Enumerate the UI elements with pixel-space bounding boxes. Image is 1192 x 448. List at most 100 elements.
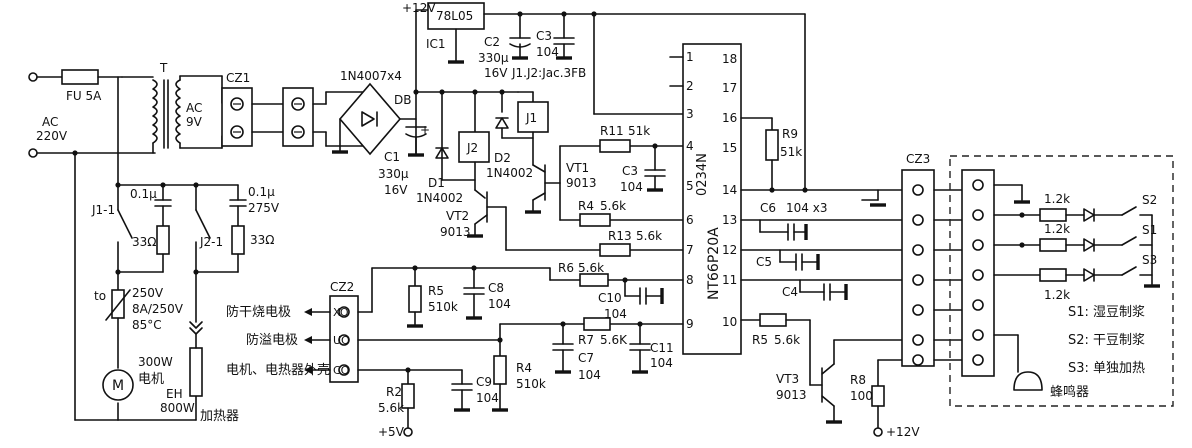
- ic-pin-8: 8: [686, 273, 694, 287]
- label-xo: XO: [333, 306, 349, 319]
- label-c6v: 104 x3: [786, 201, 827, 215]
- label-p12v: +12V: [886, 425, 920, 439]
- label-vt2v: 9013: [440, 225, 471, 239]
- label-e2: 防溢电极: [246, 332, 298, 348]
- text-labels: AC 220V FU 5A T AC 9V CZ1 1N4007x4 DB +1…: [36, 1, 1157, 439]
- ic-pin-12: 12: [722, 243, 737, 257]
- ic-pin-7: 7: [686, 243, 694, 257]
- ic-pin-3: 3: [686, 107, 694, 121]
- label-co: CO: [333, 364, 350, 377]
- capacitor-c1: [405, 89, 427, 157]
- label-vt2: VT2: [446, 209, 469, 223]
- ic-pin-14: 14: [722, 183, 737, 197]
- label-r7v: 5.6K: [600, 333, 628, 347]
- label-d2: D2: [494, 151, 511, 165]
- ic-pin-10: 10: [722, 315, 737, 329]
- label-r5v: 510k: [428, 300, 458, 314]
- label-r13v: 5.6k: [636, 229, 662, 243]
- label-ac9: AC: [186, 101, 202, 115]
- label-r1k1: 1.2k: [1044, 192, 1070, 206]
- label-r5: R5: [428, 284, 444, 298]
- label-db: DB: [394, 93, 411, 107]
- connector-cz1: [221, 87, 371, 147]
- label-j1: J1: [525, 111, 537, 125]
- label-c10v: 104: [604, 307, 627, 321]
- label-s2: S2: [1142, 193, 1157, 207]
- label-eh2: 800W: [160, 401, 195, 415]
- heater: [189, 347, 203, 397]
- label-c3bv: 104: [620, 180, 643, 194]
- regulator-78l05: [427, 2, 485, 30]
- power-rail: [415, 2, 808, 193]
- label-r4av: 5.6k: [600, 199, 626, 213]
- label-r1k3: 1.2k: [1044, 288, 1070, 302]
- label-reg: 78L05: [436, 9, 473, 23]
- label-e1: 防干烧电极: [226, 304, 291, 320]
- ic-pin-17: 17: [722, 81, 737, 95]
- relay-j2: [458, 131, 490, 163]
- label-ic-name: NT66P20A: [706, 227, 722, 300]
- label-r2v: 5.6k: [378, 401, 404, 415]
- label-s1: S1: [1142, 223, 1157, 237]
- label-c2v: 330μ: [478, 51, 509, 65]
- label-r5bv: 5.6k: [774, 333, 800, 347]
- label-c2: C2: [484, 35, 500, 49]
- connector-cz3: [901, 169, 965, 367]
- label-fuse: FU 5A: [66, 89, 102, 103]
- label-s3d: S3: 单独加热: [1068, 361, 1145, 376]
- label-r9v: 51k: [780, 145, 802, 159]
- label-c8: C8: [488, 281, 504, 295]
- ic-pin-15: 15: [722, 141, 737, 155]
- label-t: T: [159, 61, 168, 75]
- buzzer-icon: [1013, 371, 1043, 391]
- ic-nt66p20a: [669, 43, 913, 437]
- label-c3b: C3: [622, 164, 638, 178]
- label-r4b: R4: [516, 361, 532, 375]
- label-th2: 8A/250V: [132, 302, 184, 316]
- label-uo: UO: [333, 334, 350, 347]
- label-vt3v: 9013: [776, 388, 807, 402]
- label-r9: R9: [782, 127, 798, 141]
- label-r33b: 33Ω: [250, 233, 274, 247]
- label-r6v: 5.6k: [578, 261, 604, 275]
- label-r7: R7: [578, 333, 594, 347]
- label-v9: 9V: [186, 115, 203, 129]
- label-vt1v: 9013: [566, 176, 597, 190]
- label-j21: J2-1: [199, 235, 223, 249]
- label-c7: C7: [578, 351, 594, 365]
- bridge-rectifier: [332, 82, 417, 156]
- ic-pin-2: 2: [686, 79, 694, 93]
- label-motor2: 电机: [138, 372, 164, 387]
- label-p5v: +5V: [378, 425, 405, 439]
- label-r5b: R5: [752, 333, 768, 347]
- label-cz2: CZ2: [330, 280, 354, 294]
- connector-cz2: [304, 265, 684, 437]
- label-r11: R11: [600, 124, 624, 138]
- transformer: [121, 75, 223, 154]
- label-motor1: 300W: [138, 355, 173, 369]
- label-r33a: 33Ω: [132, 235, 156, 249]
- label-r11v: 51k: [628, 124, 650, 138]
- label-c6: C6: [760, 201, 776, 215]
- label-r4a: R4: [578, 199, 594, 213]
- label-vt3: VT3: [776, 372, 799, 386]
- label-c9: C9: [476, 375, 492, 389]
- label-s1d: S1: 湿豆制浆: [1068, 305, 1145, 320]
- label-vt1: VT1: [566, 161, 589, 175]
- ic-pin-6: 6: [686, 213, 694, 227]
- label-r13: R13: [608, 229, 632, 243]
- label-jac: J1.J2:Jac.3FB: [511, 66, 586, 80]
- label-ic-code: 0234N: [695, 153, 710, 196]
- label-r8v: 100: [850, 389, 873, 403]
- ic-pin-1: 1: [686, 50, 694, 64]
- label-cap01a: 0.1μ: [130, 187, 157, 201]
- label-bridge: 1N4007x4: [340, 69, 402, 83]
- panel-board: [949, 155, 1174, 407]
- load-circuit: [102, 76, 247, 401]
- label-c11v: 104: [650, 356, 673, 370]
- ac-input: [28, 69, 197, 421]
- label-r6: R6: [558, 261, 574, 275]
- label-buzzer: 蜂鸣器: [1050, 384, 1089, 400]
- label-to: to: [94, 289, 106, 303]
